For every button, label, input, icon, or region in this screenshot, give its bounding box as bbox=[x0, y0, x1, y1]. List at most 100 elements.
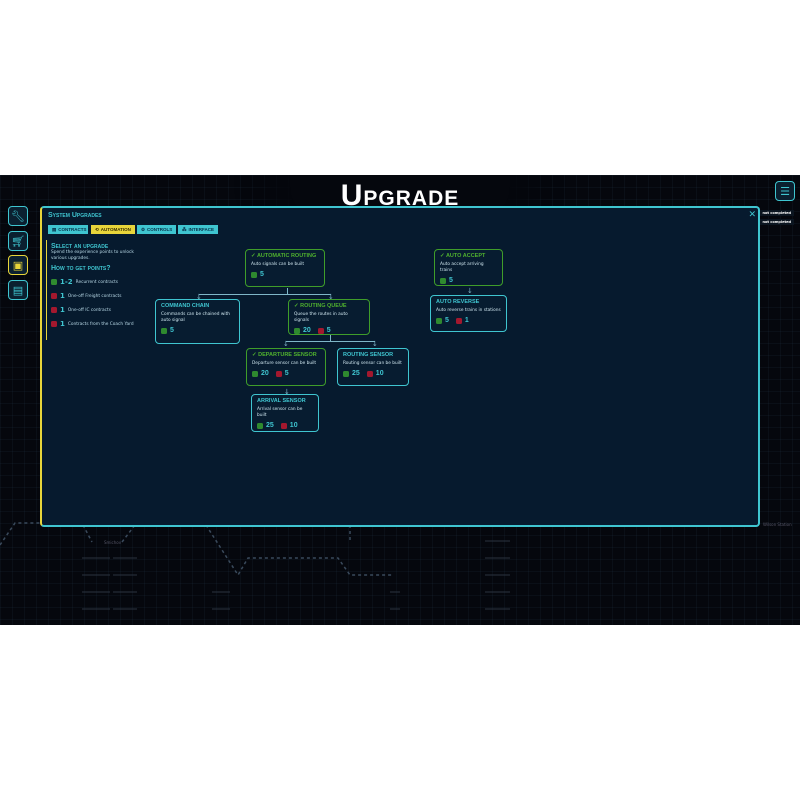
node-description: Auto reverse trains in stations bbox=[436, 308, 501, 313]
node-title: ✓ Auto Accept bbox=[440, 253, 486, 259]
tab-label: Interface bbox=[188, 227, 215, 232]
contracts-icon: ▤ bbox=[52, 226, 57, 232]
info-section: Select an upgrade Spend the experience p… bbox=[46, 240, 141, 340]
upgrade-routing-sensor[interactable]: Routing Sensor Routing sensor can be bui… bbox=[337, 348, 409, 386]
node-description: Arrival sensor can be built bbox=[257, 407, 303, 418]
red-point-icon bbox=[317, 327, 324, 334]
points-value: 1 bbox=[60, 292, 65, 300]
upgrade-command-chain[interactable]: Command Chain Commands can be chained wi… bbox=[155, 299, 240, 344]
menu-button[interactable]: ☰ bbox=[775, 181, 795, 201]
node-description: Departure sensor can be built bbox=[252, 361, 317, 366]
objective-status: not completed bbox=[759, 219, 794, 225]
red-point-icon bbox=[51, 307, 57, 313]
points-text: One-off Freight contracts bbox=[67, 293, 122, 299]
shop-button[interactable]: 🛒︎ bbox=[8, 231, 28, 251]
upgrade-auto-reverse[interactable]: Auto Reverse Auto reverse trains in stat… bbox=[430, 295, 507, 332]
green-point-icon bbox=[257, 422, 263, 429]
connector bbox=[330, 335, 331, 341]
node-title: Auto Reverse bbox=[436, 299, 480, 305]
arrow-down-icon: ↓ bbox=[284, 388, 290, 396]
node-title: Arrival Sensor bbox=[257, 398, 306, 404]
node-cost: 5 bbox=[251, 271, 319, 278]
interface-icon: ⁂ bbox=[182, 226, 187, 232]
green-point-icon bbox=[161, 327, 167, 334]
tab-label: Contracts bbox=[58, 227, 87, 232]
panel-title: System Upgrades bbox=[48, 212, 102, 219]
points-text: One-off IC contracts bbox=[67, 307, 111, 313]
arrow-down-icon: ↓ bbox=[196, 293, 202, 301]
arrow-down-icon: ↓ bbox=[328, 293, 334, 301]
select-heading: Select an upgrade bbox=[51, 243, 109, 250]
cart-icon: 🛒︎ bbox=[11, 234, 25, 248]
check-icon: ✓ bbox=[251, 253, 256, 259]
upgrade-arrival-sensor[interactable]: Arrival Sensor Arrival sensor can be bui… bbox=[251, 394, 319, 432]
green-point-icon bbox=[252, 370, 258, 377]
points-value: 1-2 bbox=[60, 278, 73, 286]
points-text: Contracts from the Coach Yard bbox=[67, 321, 134, 327]
tools-button[interactable]: 🔧︎ bbox=[8, 206, 28, 226]
tab-contracts[interactable]: ▤Contracts bbox=[48, 225, 88, 234]
upgrade-routing-queue[interactable]: ✓ Routing Queue Queue the routes in auto… bbox=[288, 299, 370, 335]
node-title: Command Chain bbox=[161, 303, 210, 309]
system-upgrades-panel: System Upgrades ✕ ▤Contracts ⟲Automation… bbox=[40, 206, 760, 527]
upgrades-icon: ▣ bbox=[12, 258, 24, 272]
points-value: 1 bbox=[60, 306, 65, 314]
station-label: Smichov bbox=[104, 540, 122, 545]
tab-automation[interactable]: ⟲Automation bbox=[91, 225, 135, 234]
green-point-icon bbox=[51, 279, 57, 285]
track-map bbox=[0, 522, 510, 610]
select-text: Spend the experience points to unlock va… bbox=[51, 250, 134, 261]
upgrade-automatic-routing[interactable]: ✓ Automatic Routing Auto signals can be … bbox=[245, 249, 325, 287]
node-title: ✓ Departure Sensor bbox=[252, 352, 317, 358]
red-point-icon bbox=[455, 317, 462, 324]
automation-icon: ⟲ bbox=[95, 226, 99, 232]
close-icon: ✕ bbox=[748, 210, 756, 220]
connector bbox=[199, 294, 331, 295]
arrow-down-icon: ↓ bbox=[467, 287, 473, 295]
node-description: Auto signals can be built bbox=[251, 262, 305, 267]
arrow-down-icon: ↓ bbox=[372, 340, 378, 348]
objective-status: not completed bbox=[759, 210, 794, 216]
game-screen: Smichov Wilson Station Upgrade 🔧︎ 🛒︎ ▣ ▤… bbox=[0, 175, 800, 625]
green-point-icon bbox=[440, 277, 446, 284]
node-title: ✓ Automatic Routing bbox=[251, 253, 317, 259]
node-title: ✓ Routing Queue bbox=[294, 303, 347, 309]
upgrade-departure-sensor[interactable]: ✓ Departure Sensor Departure sensor can … bbox=[246, 348, 326, 386]
arrow-down-icon: ↓ bbox=[283, 340, 289, 348]
red-point-icon bbox=[280, 422, 287, 429]
list-icon: ☰ bbox=[780, 184, 790, 198]
tab-interface[interactable]: ⁂Interface bbox=[178, 225, 218, 234]
red-point-icon bbox=[275, 370, 282, 377]
points-text: Recurrent contracts bbox=[75, 279, 119, 285]
check-icon: ✓ bbox=[294, 303, 299, 309]
check-icon: ✓ bbox=[252, 352, 257, 358]
points-value: 1 bbox=[60, 320, 65, 328]
book-button[interactable]: ▤ bbox=[8, 280, 28, 300]
points-heading: How to get points? bbox=[51, 265, 111, 272]
node-description: Commands can be chained with auto signal bbox=[161, 312, 230, 323]
connector bbox=[287, 288, 288, 294]
node-description: Auto accept arriving trains bbox=[440, 262, 484, 273]
green-point-icon bbox=[343, 370, 349, 377]
green-point-icon bbox=[436, 317, 442, 324]
red-point-icon bbox=[51, 293, 57, 299]
green-point-icon bbox=[294, 327, 300, 334]
close-button[interactable]: ✕ bbox=[748, 210, 756, 220]
station-label: Wilson Station bbox=[763, 522, 792, 527]
red-point-icon bbox=[51, 321, 57, 327]
upgrade-auto-accept[interactable]: ✓ Auto Accept Auto accept arriving train… bbox=[434, 249, 503, 286]
green-point-icon bbox=[251, 271, 257, 278]
node-description: Queue the routes in auto signals bbox=[294, 312, 348, 323]
node-cost: 5 bbox=[161, 327, 234, 334]
wrench-icon: 🔧︎ bbox=[11, 209, 25, 223]
tab-controls[interactable]: ⚙Controls bbox=[137, 225, 176, 234]
check-icon: ✓ bbox=[440, 253, 445, 259]
upgrades-button[interactable]: ▣ bbox=[8, 255, 28, 275]
